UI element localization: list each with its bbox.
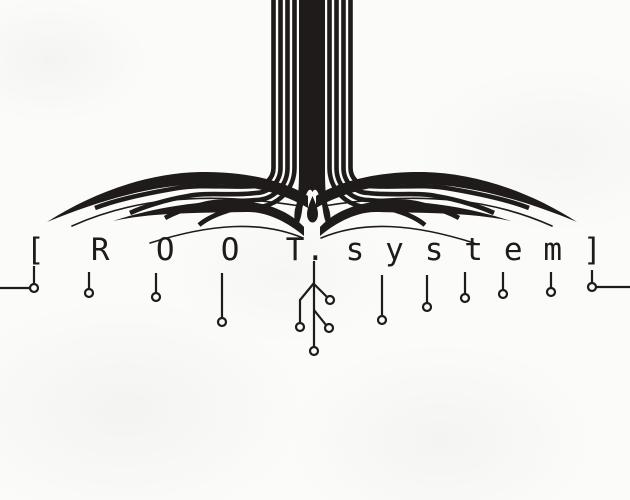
root-flare-echo bbox=[71, 197, 301, 227]
trunk-core bbox=[294, 0, 331, 229]
tree-trunk-and-roots bbox=[47, 0, 577, 244]
root-cluster-node-0 bbox=[294, 321, 306, 333]
root-flare-echo bbox=[320, 225, 475, 244]
circuit-node-below-close-bracket bbox=[586, 281, 598, 293]
root-tip-flame bbox=[307, 196, 318, 223]
logo-title-left: [ R O O T bbox=[26, 232, 318, 268]
root-flares-left bbox=[47, 171, 308, 244]
circuit-node-below-t bbox=[459, 292, 471, 304]
circuit-node-below-O1 bbox=[150, 291, 162, 303]
root-flares-right bbox=[316, 171, 577, 244]
root-flare-mid bbox=[113, 201, 304, 236]
trunk-stripe bbox=[129, 0, 283, 216]
circuit-roots-layer bbox=[0, 261, 630, 357]
root-cluster-trace-1 bbox=[298, 282, 315, 322]
root-flare-large bbox=[316, 171, 577, 222]
root-flare-echo bbox=[323, 197, 553, 227]
root-cluster-trace-3 bbox=[313, 309, 327, 326]
root-cluster-trace-2 bbox=[313, 283, 328, 298]
circuit-node-below-e bbox=[497, 288, 509, 300]
root-flare-mid bbox=[320, 201, 511, 236]
trunk-stripe bbox=[341, 0, 495, 216]
circuit-node-below-R bbox=[83, 287, 95, 299]
circuit-node-below-O2 bbox=[216, 316, 228, 328]
logo-title-right: .system] bbox=[306, 232, 623, 268]
circuit-node-below-open-bracket bbox=[28, 282, 40, 294]
root-flare-large bbox=[47, 171, 308, 222]
circuit-node-below-s2 bbox=[421, 301, 433, 313]
root-flare-echo bbox=[149, 225, 304, 244]
root-cluster-node-3 bbox=[308, 345, 320, 357]
root-cluster-node-2 bbox=[323, 322, 335, 334]
root-cluster-node-1 bbox=[324, 294, 336, 306]
circuit-node-below-m bbox=[545, 286, 557, 298]
circuit-node-below-y bbox=[376, 314, 388, 326]
